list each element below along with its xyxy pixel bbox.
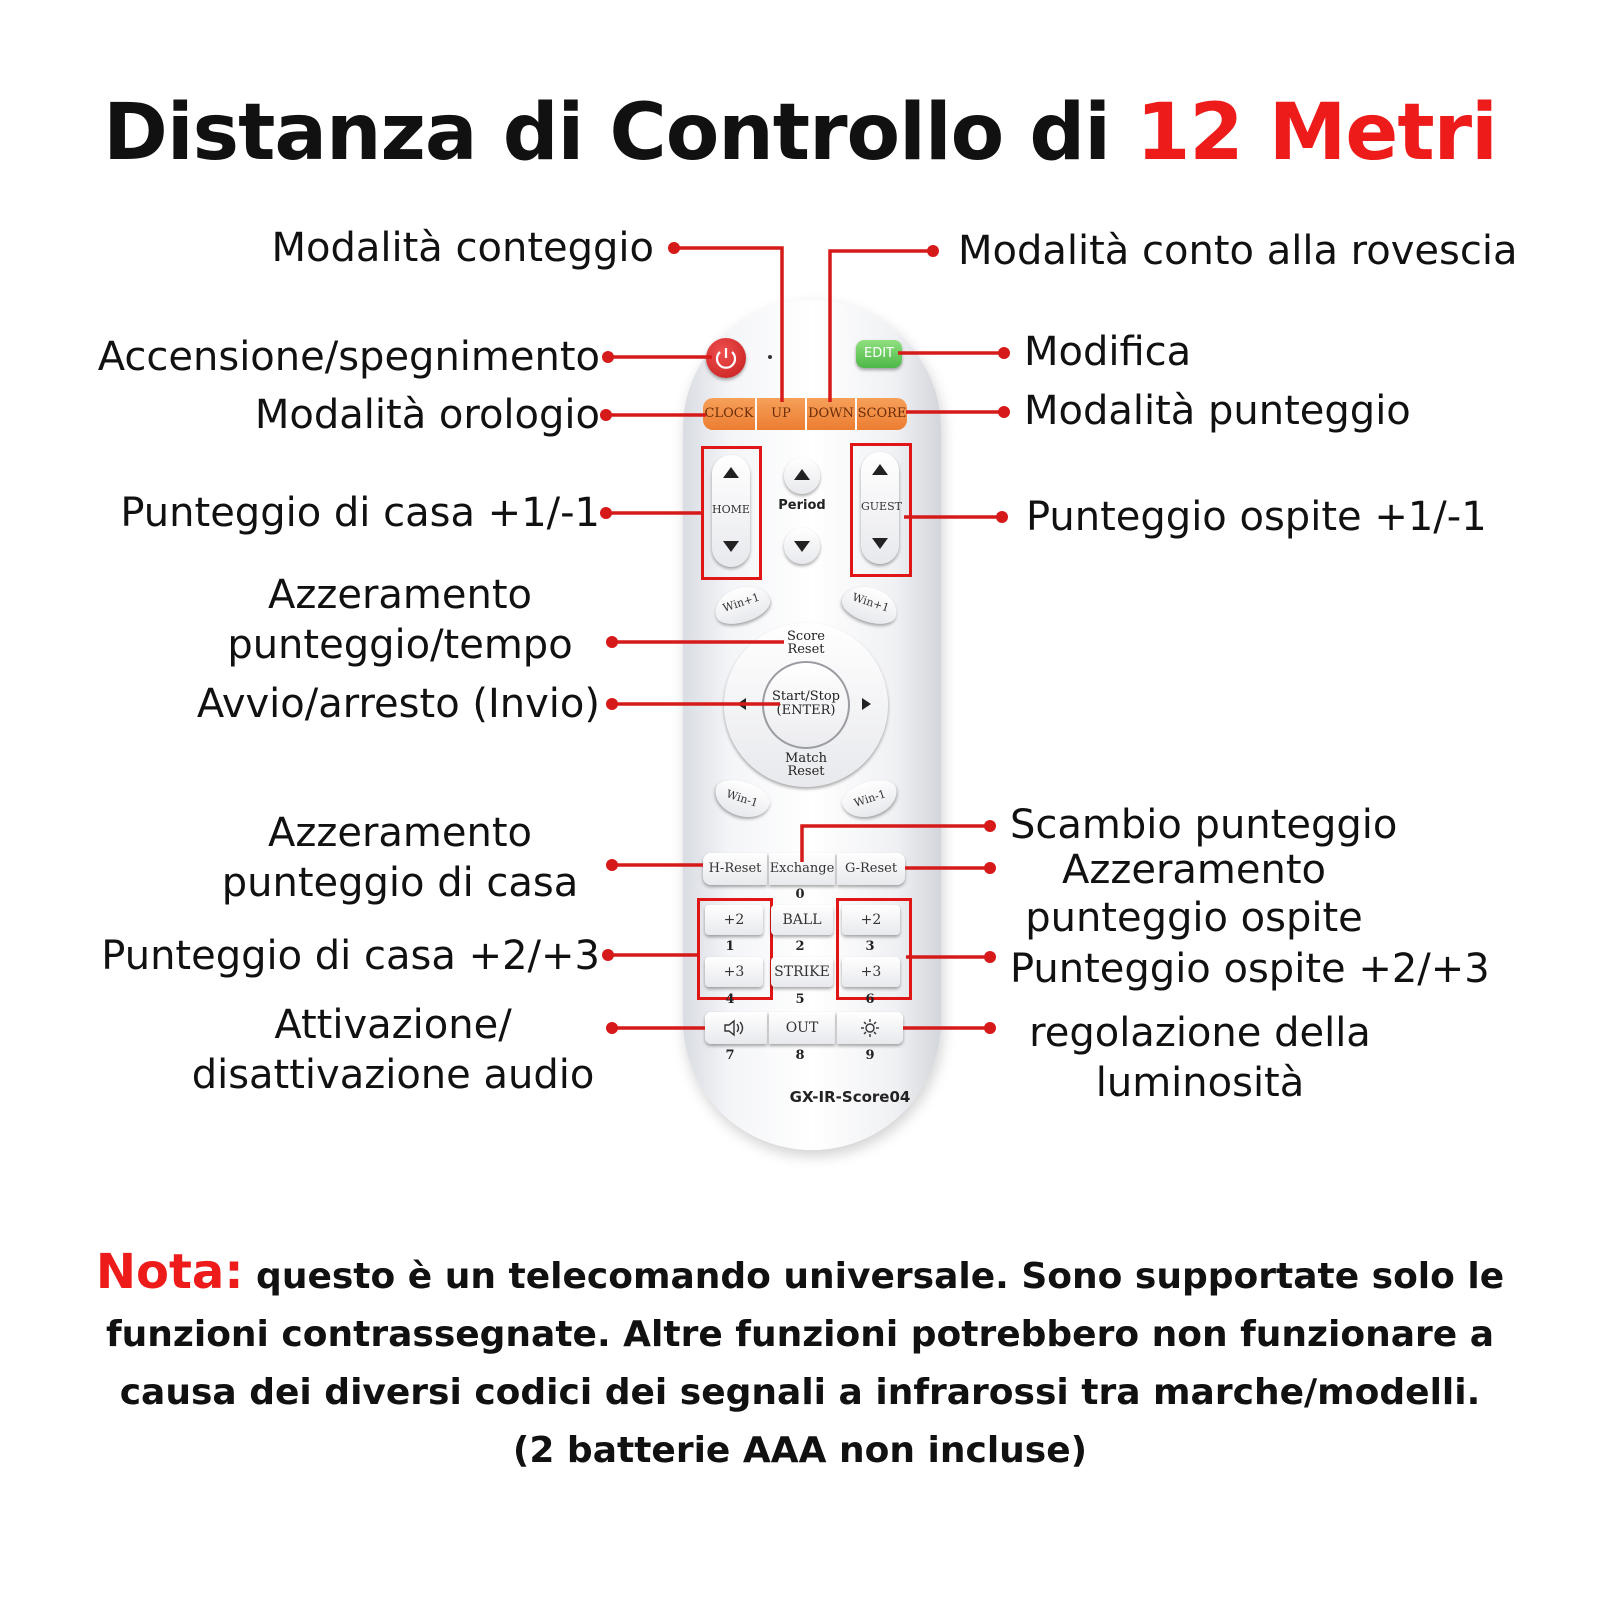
brightness-button[interactable]	[837, 1012, 903, 1044]
digit-1: 1	[725, 939, 735, 954]
label-exchange: Scambio punteggio	[1010, 802, 1398, 848]
home-rocker[interactable]: HOME	[712, 455, 750, 567]
digit-7: 7	[725, 1048, 735, 1063]
power-button[interactable]	[706, 338, 746, 378]
sun-icon	[861, 1019, 879, 1037]
digit-5: 5	[795, 992, 805, 1007]
right-arrow-icon[interactable]	[862, 698, 871, 710]
period-label: Period	[778, 498, 826, 513]
label-start-stop: Avvio/arresto (Invio)	[196, 681, 600, 727]
label-home-plus23: Punteggio di casa +2/+3	[101, 933, 600, 979]
score-button[interactable]: SCORE	[857, 398, 907, 430]
label-clock-mode: Modalità orologio	[254, 392, 600, 438]
digit-2: 2	[795, 939, 805, 954]
down-arrow-icon	[723, 541, 739, 552]
page-title: Distanza di Controllo di 12 Metri	[103, 88, 1498, 178]
speaker-icon	[724, 1019, 744, 1037]
power-icon	[715, 348, 737, 369]
note-line-3: causa dei diversi codici dei segnali a i…	[119, 1372, 1481, 1413]
g-reset-button[interactable]: G-Reset	[837, 853, 905, 885]
label-edit: Modifica	[1024, 329, 1192, 375]
clock-button[interactable]: CLOCK	[703, 398, 755, 430]
home-plus-highlight-box	[697, 898, 773, 1000]
note-line-1: Nota: questo è un telecomando universale…	[95, 1244, 1505, 1300]
up-arrow-icon	[723, 467, 739, 478]
up-arrow-icon	[794, 469, 810, 480]
label-guest-plus23: Punteggio ospite +2/+3	[1010, 946, 1490, 992]
home-label: HOME	[712, 503, 750, 516]
up-button[interactable]: UP	[757, 398, 805, 430]
digit-3: 3	[865, 939, 875, 954]
h-reset-button[interactable]: H-Reset	[703, 853, 767, 885]
guest-plus-highlight-box	[836, 898, 912, 1000]
label-countdown-mode: Modalità conto alla rovescia	[958, 228, 1518, 274]
guest-rocker[interactable]: GUEST	[861, 452, 902, 564]
guest-plus2-button[interactable]: +2	[842, 905, 900, 935]
up-arrow-icon	[872, 464, 888, 475]
down-arrow-icon	[872, 538, 888, 549]
digit-6: 6	[865, 992, 875, 1007]
down-button[interactable]: DOWN	[807, 398, 855, 430]
home-highlight-box	[701, 446, 762, 580]
down-arrow-icon	[794, 541, 810, 552]
label-home-score: Punteggio di casa +1/-1	[120, 490, 600, 536]
out-button[interactable]: OUT	[769, 1012, 835, 1044]
period-up-button[interactable]	[784, 458, 820, 494]
label-audio: Attivazione/disattivazione audio	[191, 1002, 595, 1098]
ball-button[interactable]: BALL	[771, 905, 833, 935]
label-guest-score: Punteggio ospite +1/-1	[1026, 494, 1487, 540]
digit-0: 0	[795, 887, 805, 902]
digit-4: 4	[725, 992, 735, 1007]
period-down-button[interactable]	[784, 528, 820, 564]
guest-label: GUEST	[861, 500, 902, 513]
note-text: Nota: questo è un telecomando universale…	[0, 1243, 1600, 1480]
guest-plus3-button[interactable]: +3	[842, 957, 900, 987]
start-stop-label: Start/Stop(ENTER)	[772, 689, 840, 718]
home-plus3-button[interactable]: +3	[705, 957, 763, 987]
note-prefix: Nota:	[95, 1244, 244, 1300]
edit-button[interactable]: EDIT	[856, 340, 902, 368]
digit-8: 8	[795, 1048, 805, 1063]
mute-button[interactable]	[705, 1012, 767, 1044]
model-label: GX-IR-Score04	[789, 1088, 911, 1106]
led-dot	[768, 355, 772, 359]
strike-button[interactable]: STRIKE	[771, 957, 833, 987]
note-line-4: (2 batterie AAA non incluse)	[512, 1430, 1088, 1471]
label-counting-mode: Modalità conteggio	[271, 225, 655, 271]
note-line-2: funzioni contrassegnate. Altre funzioni …	[105, 1314, 1494, 1355]
digit-9: 9	[865, 1048, 875, 1063]
label-power: Accensione/spegnimento	[97, 334, 600, 380]
label-score-mode: Modalità punteggio	[1024, 388, 1411, 434]
home-plus2-button[interactable]: +2	[705, 905, 763, 935]
guest-highlight-box	[850, 443, 912, 577]
